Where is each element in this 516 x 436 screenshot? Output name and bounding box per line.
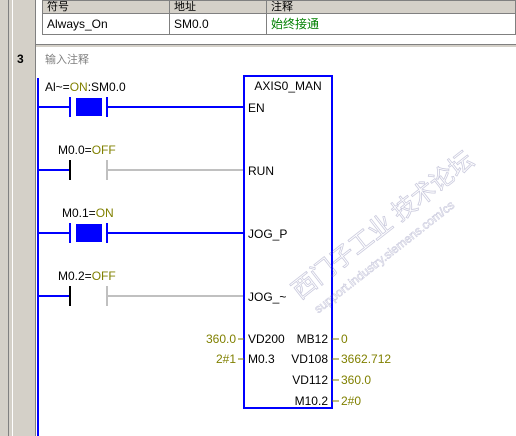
contact-2[interactable] <box>38 160 244 180</box>
param-value-right-3[interactable]: 360.0 <box>341 373 371 387</box>
gutter-highlight <box>12 0 13 436</box>
pin-right-1: MB12 <box>297 332 329 346</box>
pin-left-2: M0.3 <box>248 352 275 366</box>
pin-right-3: VD112 <box>292 373 328 387</box>
pin-en: EN <box>248 101 265 115</box>
contact-2-label: M0.0=OFF <box>58 143 116 157</box>
block-title: AXIS0_MAN <box>254 79 321 93</box>
param-value-right-4[interactable]: 2#0 <box>341 394 361 408</box>
comment-cell[interactable]: 始终接通 <box>266 12 516 36</box>
pin-jog-n: JOG_~ <box>248 290 286 304</box>
symbol-cell[interactable]: Always_On <box>42 12 170 36</box>
address-cell[interactable]: SM0.0 <box>169 12 267 36</box>
pin-jog-p: JOG_P <box>248 227 287 241</box>
param-value-right-1[interactable]: 0 <box>341 332 348 346</box>
pin-right-4: M10.2 <box>295 394 329 408</box>
param-value-right-2[interactable]: 3662.712 <box>341 352 391 366</box>
pin-run: RUN <box>248 164 274 178</box>
contact-1[interactable] <box>38 97 244 117</box>
contact-4-label: M0.2=OFF <box>58 269 116 283</box>
param-value-left-1[interactable]: 360.0 <box>206 332 236 346</box>
contact-1-label: Al~=ON:SM0.0 <box>45 80 126 94</box>
contact-3[interactable] <box>38 223 244 243</box>
contact-closed-fill <box>76 98 102 116</box>
contact-4[interactable] <box>38 286 244 306</box>
symbol-table: 符号 地址 注释 Always_On SM0.0 始终接通 <box>42 0 516 36</box>
col-address-header: 地址 <box>169 0 267 14</box>
param-value-left-2[interactable]: 2#1 <box>216 352 236 366</box>
gutter-line <box>8 0 9 436</box>
network-comment[interactable]: 输入注释 <box>45 54 89 66</box>
left-gutter <box>0 0 36 436</box>
network-number[interactable]: 3 <box>17 52 24 66</box>
table-row[interactable]: Always_On SM0.0 始终接通 <box>42 12 516 36</box>
pin-left-1: VD200 <box>248 332 285 346</box>
col-symbol-header: 符号 <box>42 0 170 14</box>
contact-closed-fill <box>76 224 102 242</box>
contact-3-label: M0.1=ON <box>62 206 114 220</box>
function-block[interactable]: AXIS0_MAN EN RUN JOG_P JOG_~ VD200 M0.3 … <box>243 75 333 409</box>
pin-right-2: VD108 <box>291 352 328 366</box>
network-separator <box>36 44 516 47</box>
